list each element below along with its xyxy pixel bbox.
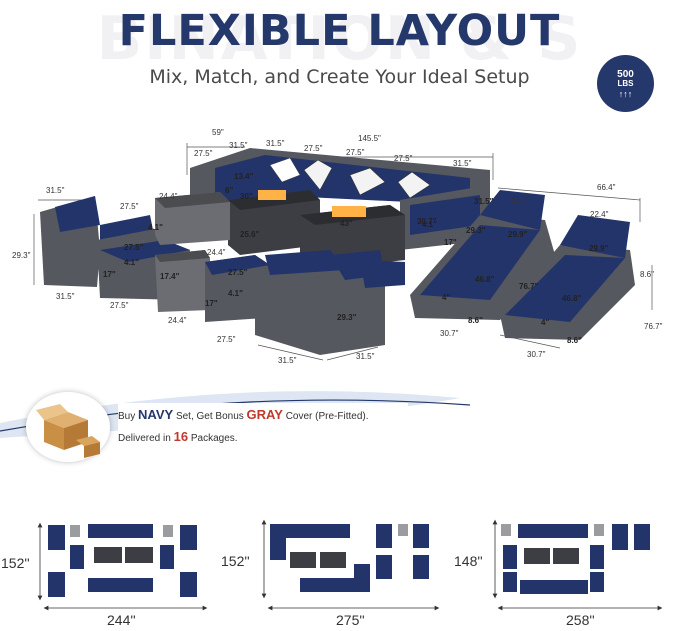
dim-label: 17" — [103, 270, 116, 279]
dim-label: 4" — [541, 318, 550, 327]
dim-label: 30.7" — [527, 350, 546, 359]
dim-label: 59" — [212, 128, 224, 137]
dim-label: 27.5" — [120, 202, 139, 211]
promo-line-2: Delivered in 16 Packages. — [118, 429, 238, 444]
dim-label: 4.1" — [148, 223, 163, 232]
dim-label: 31.5" — [474, 197, 494, 206]
dim-label: 27.5" — [217, 335, 236, 344]
dim-label: 31.5" — [56, 292, 75, 301]
dim-label: 27.5" — [394, 154, 413, 163]
promo-text: Cover (Pre-Fitted). — [282, 411, 369, 422]
dim-label: 29.9" — [508, 230, 528, 239]
dim-label: 46.8" — [475, 275, 495, 284]
dim-label: 22.4" — [511, 196, 530, 205]
package-circle — [26, 392, 110, 462]
promo-banner: Buy NAVY Set, Get Bonus GRAY Cover (Pre-… — [118, 403, 408, 451]
layout-2 — [270, 524, 429, 592]
dim-label: 27.5" — [110, 301, 129, 310]
page-title: FLEXIBLE LAYOUT — [118, 6, 561, 56]
promo-text: Buy — [118, 411, 139, 422]
dim-label: 8.6" — [468, 316, 483, 325]
dim-label: 24.4" — [207, 248, 226, 257]
dim-label: 46.8" — [562, 294, 582, 303]
dim-label: 27.5" — [304, 144, 323, 153]
background-watermark: BINATION & S — [96, 4, 583, 74]
dim-label: 4.1" — [228, 289, 243, 298]
dim-label: 8.6" — [640, 270, 654, 279]
weight-arrows-icon: ↑↑↑ — [618, 89, 633, 99]
dim-label: 30" — [240, 192, 253, 201]
dim-label: 31.5" — [46, 186, 65, 195]
dim-label: 17" — [444, 238, 457, 247]
dim-label: 31.5" — [266, 139, 285, 148]
weight-unit: LBS — [617, 79, 634, 88]
dim-label: 4.1" — [124, 258, 139, 267]
layout-diagrams — [37, 519, 663, 611]
dim-label: 25.6" — [240, 230, 260, 239]
layout-3-width: 258'' — [566, 612, 595, 628]
dim-label: 29.9" — [589, 244, 609, 253]
furniture-illustration — [33, 143, 653, 361]
dim-label: 145.5" — [358, 134, 381, 143]
dim-label: 4" — [442, 293, 451, 302]
dim-label: 76.7" — [644, 322, 663, 331]
gray-highlight: GRAY — [246, 407, 283, 422]
dim-label: 4.1" — [422, 220, 437, 229]
page-subtitle: Mix, Match, and Create Your Ideal Setup — [149, 66, 530, 88]
dim-label: 30.7" — [440, 329, 459, 338]
cardboard-box-icon — [36, 404, 100, 458]
dim-label: 22.4" — [590, 210, 609, 219]
dim-label: 29.3" — [12, 251, 31, 260]
layout-2-height: 152'' — [221, 553, 250, 569]
dim-label: 31.5" — [278, 356, 297, 365]
dim-label: 29.3" — [337, 313, 357, 322]
packages-count: 16 — [173, 429, 189, 444]
layout-3-height: 148'' — [454, 553, 483, 569]
dim-label: 43" — [340, 219, 353, 228]
layout-1-width: 244'' — [107, 612, 136, 628]
dim-label: 27.5" — [346, 148, 365, 157]
dim-label: 76.7" — [519, 282, 539, 291]
dim-label: 27.5" — [124, 243, 144, 252]
weight-value: 500 — [617, 69, 634, 80]
promo-text: Delivered in — [118, 433, 174, 444]
promo-text: Set, Get Bonus — [173, 411, 247, 422]
layout-3 — [501, 524, 650, 594]
navy-highlight: NAVY — [138, 407, 174, 422]
layout-2-width: 275'' — [336, 612, 365, 628]
dim-label: 8.6" — [567, 336, 582, 345]
dim-label: 29.3" — [466, 226, 486, 235]
dim-label: 27.5" — [194, 149, 213, 158]
dim-label: 31.5" — [453, 159, 472, 168]
dim-label: 17" — [205, 299, 218, 308]
dim-label: 17.4" — [160, 272, 180, 281]
weight-capacity-badge: 500 LBS ↑↑↑ — [597, 55, 654, 112]
layout-1 — [48, 524, 197, 597]
layout-1-height: 152'' — [1, 555, 30, 571]
dim-label: 31.5" — [356, 352, 375, 361]
dim-label: 24.4" — [159, 192, 178, 201]
dim-label: 66.4" — [597, 183, 616, 192]
promo-line-1: Buy NAVY Set, Get Bonus GRAY Cover (Pre-… — [118, 407, 369, 422]
dim-label: 6" — [225, 186, 234, 195]
dim-label: 24.4" — [168, 316, 187, 325]
promo-text: Packages. — [188, 433, 238, 444]
dim-label: 31.5" — [229, 141, 248, 150]
dim-label: 13.4" — [234, 172, 254, 181]
dim-label: 30.7" — [417, 217, 437, 226]
dim-label: 27.5" — [228, 268, 248, 277]
